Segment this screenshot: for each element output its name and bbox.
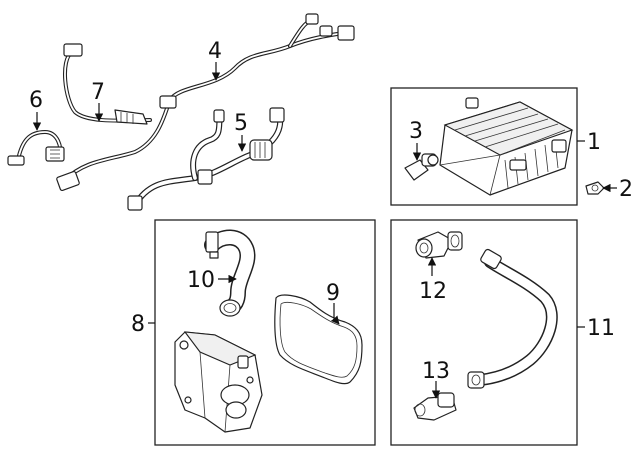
callout-13: 13 <box>422 359 450 384</box>
callout-1: 1 <box>587 130 601 155</box>
callout-4: 4 <box>208 39 222 64</box>
pcv-housing <box>174 331 263 433</box>
callout-3: 3 <box>409 119 423 144</box>
callout-2: 2 <box>619 177 633 202</box>
box-tube-frame <box>390 219 578 446</box>
callout-5: 5 <box>234 111 248 136</box>
part-5-hose-assembly <box>127 107 285 211</box>
part-13-connector <box>413 392 457 421</box>
callout-6: 6 <box>29 88 43 113</box>
callout-12: 12 <box>419 279 447 304</box>
part-6-sensor-harness <box>7 130 65 166</box>
part-7-sensor-harness <box>63 43 152 125</box>
part-12-connector <box>415 231 463 259</box>
leader-9 <box>330 303 340 325</box>
part-11-tube <box>467 248 558 389</box>
leader-lines <box>32 62 617 399</box>
callout-7: 7 <box>91 80 105 105</box>
box-pcv-group <box>154 219 376 446</box>
part-2-clip <box>585 181 605 195</box>
callout-8: 8 <box>131 312 145 337</box>
callout-10: 10 <box>187 268 215 293</box>
callout-11: 11 <box>587 316 615 341</box>
box-canister-group <box>390 87 578 206</box>
callout-9: 9 <box>326 281 340 306</box>
part-3-connector <box>404 153 439 181</box>
part-10-hose <box>204 229 256 317</box>
box-canister-frame <box>390 87 578 206</box>
part-4-wiring-harness <box>56 13 355 192</box>
box-pcv-frame <box>154 219 376 446</box>
callout-labels: 1 2 3 4 5 6 7 8 9 10 11 12 13 <box>29 39 633 384</box>
part-9-gasket <box>274 294 363 385</box>
box-tube-group <box>390 219 578 446</box>
